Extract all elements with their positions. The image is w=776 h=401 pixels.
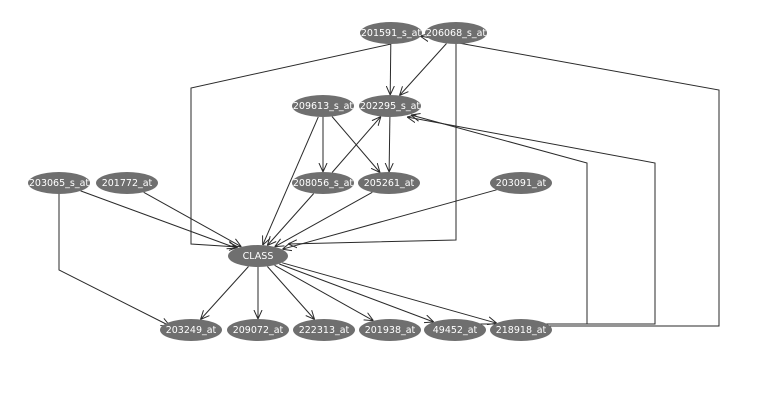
edge-n203065-to-n203249	[58, 194, 170, 326]
edge-n206068-to-n202295	[400, 43, 447, 96]
node-shape	[160, 319, 222, 341]
edge-class-to-n49452	[279, 263, 433, 322]
node-shape	[293, 319, 355, 341]
edge-class-to-n222313	[267, 266, 314, 320]
edge-n49452-to-n202295	[411, 115, 588, 325]
node-n205261[interactable]: 205261_at	[358, 172, 420, 194]
node-n201591[interactable]: 201591_s_at	[360, 22, 422, 44]
edge-class-to-n203249	[201, 266, 249, 320]
edge-n203091-to-class	[282, 189, 497, 249]
edge-n206068-to-class	[288, 44, 457, 244]
node-shape	[359, 319, 421, 341]
node-label: CLASS	[243, 251, 274, 262]
node-label: 201938_at	[365, 325, 416, 336]
edge-n208056-to-class	[267, 193, 315, 246]
node-label: 205261_at	[364, 178, 415, 189]
node-class[interactable]: CLASS	[228, 245, 288, 267]
node-label: 209613_s_at	[293, 101, 354, 112]
node-shape	[359, 95, 421, 117]
edge-n208056-to-n202295	[331, 117, 381, 173]
edge-n201591-to-n202295	[390, 43, 391, 95]
node-n222313[interactable]: 222313_at	[293, 319, 355, 341]
edge-layer	[58, 36, 720, 327]
node-label: 206068_s_at	[426, 28, 487, 39]
edge-n203065-to-class	[80, 190, 237, 248]
edge-n201591-to-class	[190, 43, 392, 247]
node-n218918[interactable]: 218918_at	[490, 319, 552, 341]
edge-n218918-to-n202295	[407, 117, 656, 325]
node-label: 203065_s_at	[29, 178, 90, 189]
node-shape	[360, 22, 422, 44]
node-n206068[interactable]: 206068_s_at	[425, 22, 487, 44]
node-shape	[424, 319, 486, 341]
edge-n205261-to-class	[275, 191, 373, 246]
node-n209613[interactable]: 209613_s_at	[292, 95, 354, 117]
node-shape	[292, 172, 354, 194]
node-label: 202295_s_at	[360, 101, 421, 112]
node-shape	[358, 172, 420, 194]
node-n201938[interactable]: 201938_at	[359, 319, 421, 341]
node-label: 201591_s_at	[361, 28, 422, 39]
node-shape	[228, 245, 288, 267]
edge-class-to-n201938	[274, 264, 374, 320]
node-shape	[425, 22, 487, 44]
node-n203065[interactable]: 203065_s_at	[28, 172, 90, 194]
node-label: 203091_at	[496, 178, 547, 189]
edge-n202295-to-n205261	[389, 116, 390, 172]
node-n201772[interactable]: 201772_at	[96, 172, 158, 194]
node-label: 222313_at	[299, 325, 350, 336]
node-n202295[interactable]: 202295_s_at	[359, 95, 421, 117]
node-n209072[interactable]: 209072_at	[227, 319, 289, 341]
node-n49452[interactable]: 49452_at	[424, 319, 486, 341]
node-n203091[interactable]: 203091_at	[490, 172, 552, 194]
node-shape	[28, 172, 90, 194]
node-shape	[490, 172, 552, 194]
node-shape	[490, 319, 552, 341]
node-label: 208056_s_at	[293, 178, 354, 189]
node-label: 201772_at	[102, 178, 153, 189]
node-n208056[interactable]: 208056_s_at	[292, 172, 354, 194]
node-layer: 201591_s_at 206068_s_at 209613_s_at 202295_…	[28, 22, 552, 341]
edge-n201772-to-class	[143, 191, 242, 246]
node-label: 203249_at	[166, 325, 217, 336]
edge-n209613-to-class	[263, 116, 319, 245]
edge-class-to-n218918	[282, 262, 496, 323]
node-shape	[292, 95, 354, 117]
node-n203249[interactable]: 203249_at	[160, 319, 222, 341]
edge-n218918-to-n201591	[420, 36, 720, 327]
node-shape	[96, 172, 158, 194]
node-shape	[227, 319, 289, 341]
node-label: 49452_at	[433, 325, 478, 336]
node-label: 218918_at	[496, 325, 547, 336]
node-label: 209072_at	[233, 325, 284, 336]
